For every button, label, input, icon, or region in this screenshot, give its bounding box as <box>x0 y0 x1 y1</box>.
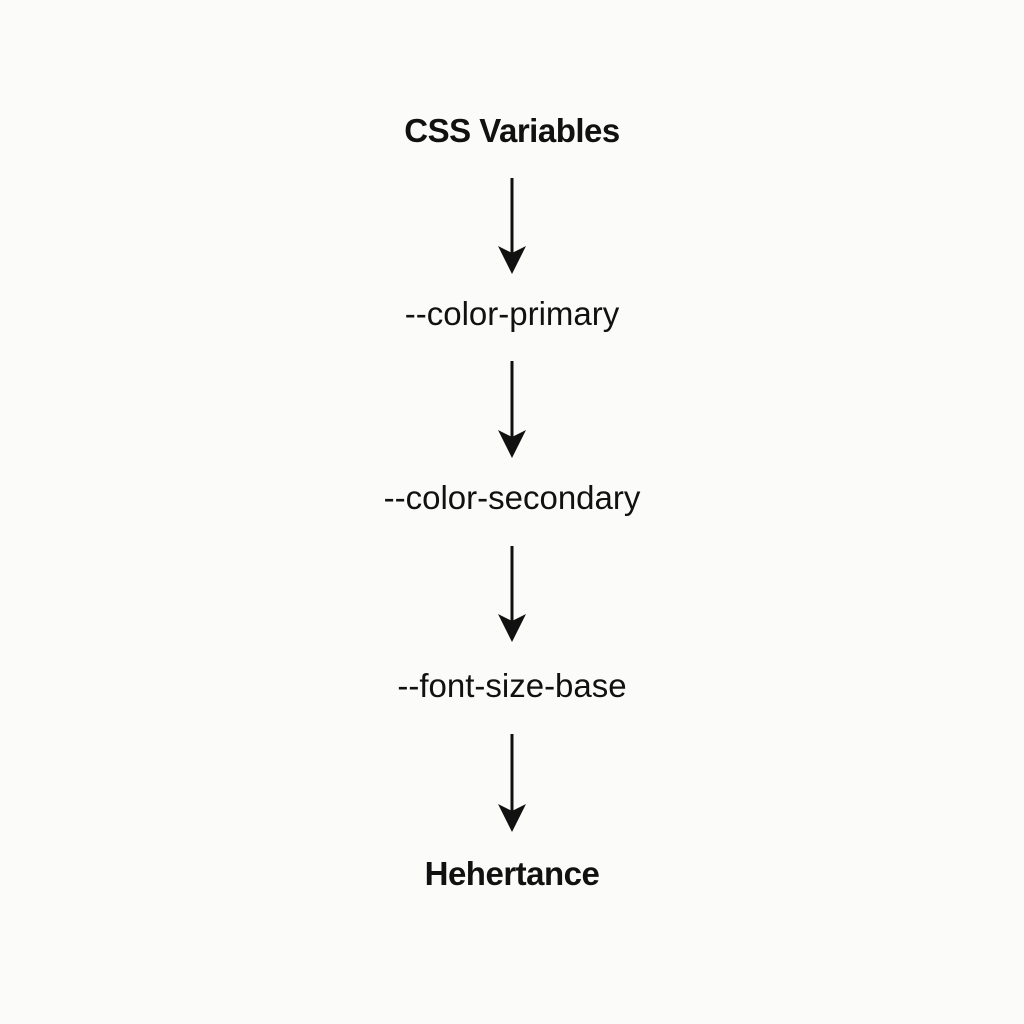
arrow-down-icon <box>497 361 527 459</box>
node-css-variables: CSS Variables <box>404 112 620 149</box>
node-color-primary: --color-primary <box>404 295 620 332</box>
node-font-size-base: --font-size-base <box>397 667 627 704</box>
node-inheritance: Hehertance <box>424 855 600 892</box>
node-color-secondary: --color-secondary <box>383 479 641 516</box>
arrow-down-icon <box>497 546 527 643</box>
arrow-down-icon <box>497 178 527 275</box>
arrow-down-icon <box>497 734 527 833</box>
